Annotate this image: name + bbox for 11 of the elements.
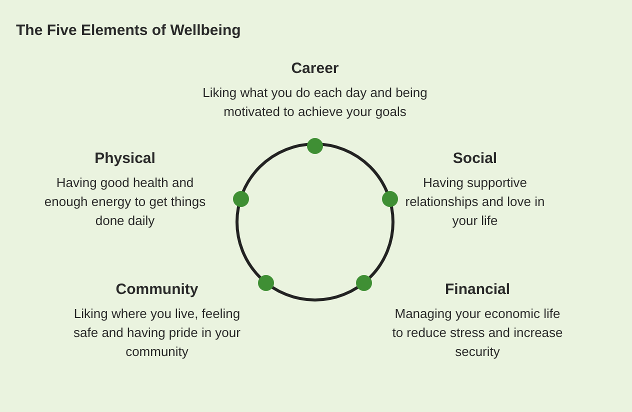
element-description: Managing your economic life to reduce stress and increase security [391, 305, 564, 361]
element-description: Having supportive relationships and love in your life [404, 174, 546, 230]
chart-title: The Five Elements of Wellbeing [16, 22, 241, 39]
element-heading: Financial [444, 281, 510, 298]
element-description: Liking what you do each day and being motivated to achieve your goals [202, 84, 428, 121]
element-heading: Career [291, 60, 339, 77]
element-description: Liking where you live, feeling safe and having pride in your community [72, 305, 242, 361]
element-description: Having good health and enough energy to get things done daily [43, 174, 207, 230]
element-heading: Social [452, 150, 498, 167]
element-heading: Physical [94, 150, 156, 167]
element-heading: Community [116, 281, 198, 298]
